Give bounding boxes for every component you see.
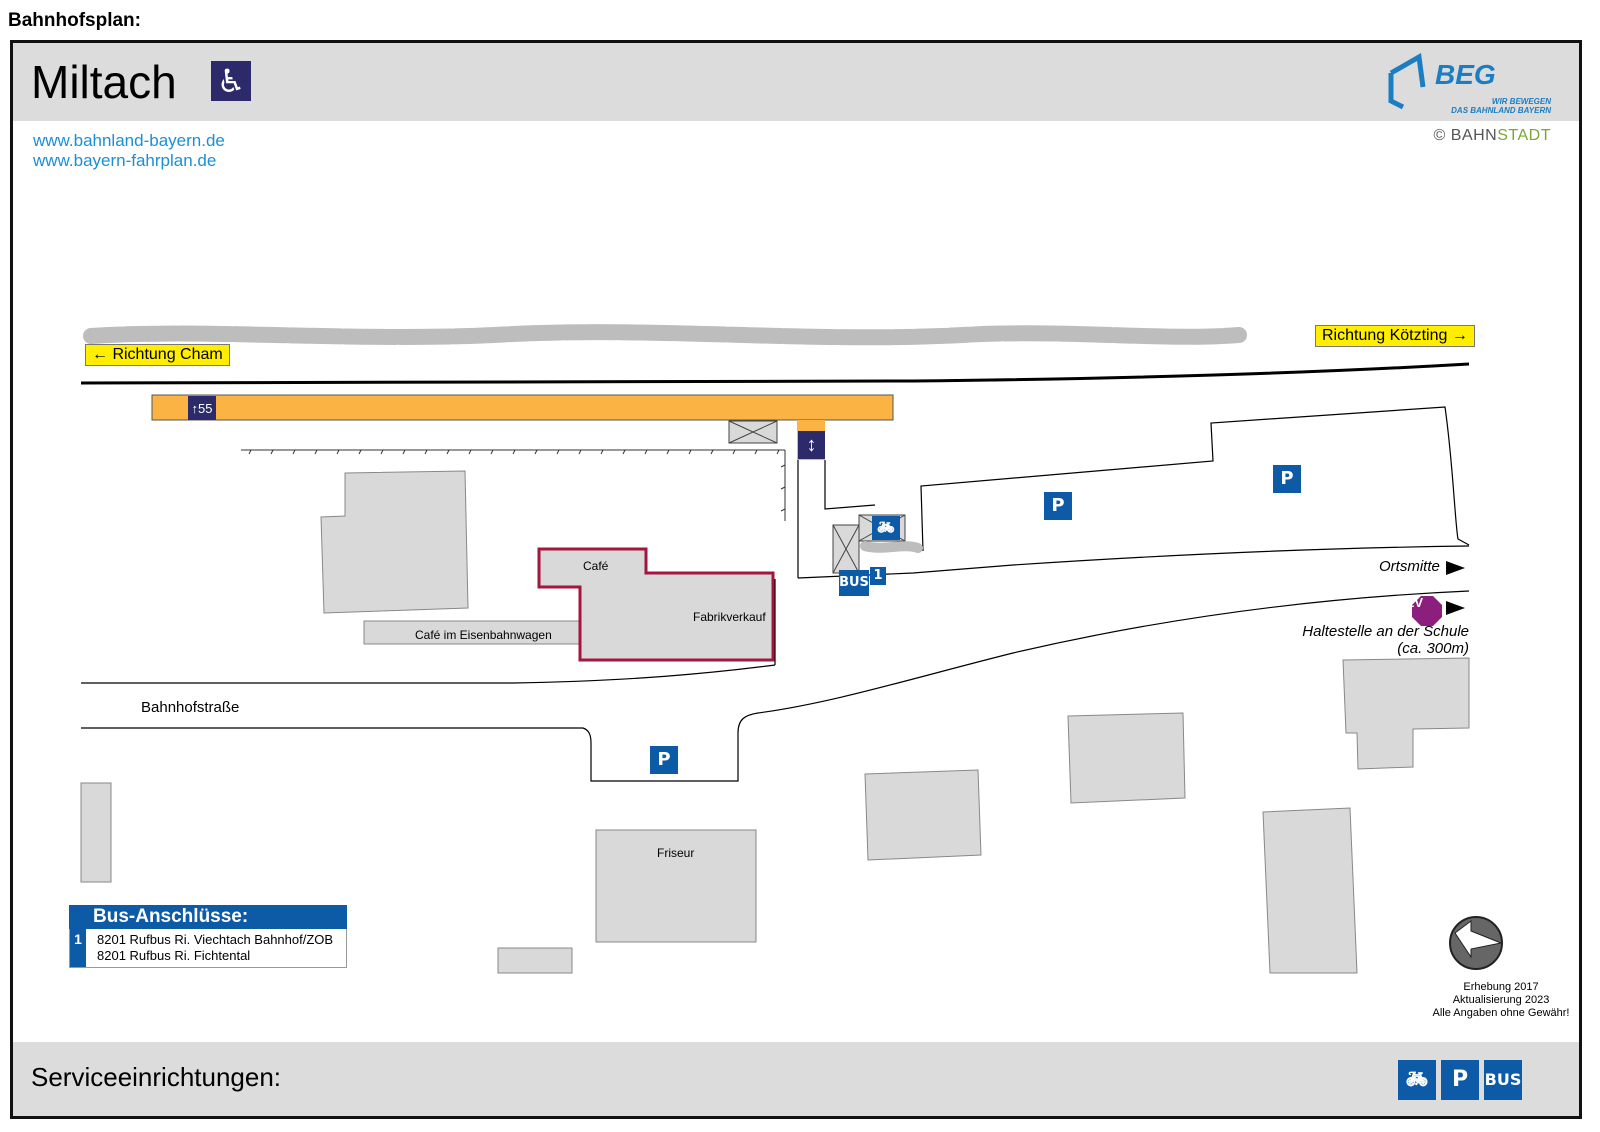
sev-arrow	[1446, 601, 1465, 615]
parking-sign: P	[650, 746, 678, 774]
bus-line-item: 8201 Rufbus Ri. Viechtach Bahnhof/ZOB	[97, 932, 334, 947]
sev-icon	[1412, 596, 1442, 626]
cafe-label: Café	[583, 559, 609, 573]
beg-logo-text: BEG	[1435, 59, 1496, 90]
bus-connections-body: 1 8201 Rufbus Ri. Viechtach Bahnhof/ZOB …	[69, 929, 347, 968]
bus-stop-sign: BUS	[839, 570, 869, 596]
fence-ticks	[248, 449, 786, 512]
fence	[241, 449, 786, 521]
compass-arrow	[1454, 920, 1503, 959]
wheelchair-icon: ♿	[211, 61, 251, 101]
cafe-wagon-label: Café im Eisenbahnwagen	[415, 628, 552, 642]
survey-year: Erhebung 2017	[1463, 981, 1539, 993]
beg-tagline-line: DAS BAHNLAND BAYERN	[1451, 106, 1551, 115]
building	[595, 829, 757, 943]
disclaimer: Alle Angaben ohne Gewähr!	[1432, 1007, 1570, 1019]
links: www.bahnland-bayern.de www.bayern-fahrpl…	[33, 131, 225, 171]
platform-height-sign: ↑55	[188, 396, 216, 420]
vegetation-strip	[83, 324, 1247, 346]
up-arrow-icon: ↑	[191, 401, 199, 416]
ortsmitte-arrow	[1446, 561, 1465, 575]
footer-title: Serviceeinrichtungen:	[31, 1062, 282, 1092]
stairs-ramp-icon: ↕	[798, 431, 825, 459]
shelter	[728, 420, 778, 444]
ortsmitte-label: Ortsmitte	[1379, 558, 1440, 575]
bus-service-icon: BUS	[1484, 1060, 1522, 1100]
parking-service-icon: P	[1441, 1060, 1479, 1100]
survey-note: Erhebung 2017 Aktualisierung 2023 Alle A…	[1431, 981, 1571, 1020]
fabrikverkauf-label: Fabrikverkauf	[693, 610, 766, 624]
direction-koetzting-label: Richtung Kötzting →	[1315, 325, 1475, 347]
sev-stop-distance: (ca. 300m)	[1397, 640, 1469, 657]
parking-sign: P	[1044, 492, 1072, 520]
station-plan-frame: Miltach ♿ BEG WIR BEWEGEN DAS BAHNLAND B…	[10, 40, 1582, 1119]
building	[320, 470, 469, 614]
cafe-fabrikverkauf-building	[537, 547, 775, 662]
bus-stop-number: 1	[70, 929, 86, 967]
bicycle-parking-icon: 🚲︎	[1398, 1060, 1436, 1100]
bus-connections-title: Bus-Anschlüsse:	[69, 905, 347, 929]
sev-stop-label: Haltestelle an der Schule (ca. 300m)	[1299, 623, 1469, 657]
header-bar: Miltach ♿ BEG WIR BEWEGEN DAS BAHNLAND B…	[13, 43, 1579, 121]
building	[497, 947, 573, 974]
friseur-label: Friseur	[657, 846, 695, 860]
copyright: © BAHNSTADT	[1434, 127, 1551, 145]
page-label: Bahnhofsplan:	[8, 10, 141, 31]
building	[80, 782, 112, 883]
street-label: Bahnhofstraße	[141, 699, 240, 716]
building	[864, 769, 982, 861]
building	[1067, 712, 1186, 804]
station-title: Miltach	[31, 56, 177, 108]
road-outlines	[81, 406, 1470, 782]
beg-logo-icon	[1388, 52, 1426, 110]
bus-line-item: 8201 Rufbus Ri. Fichtental	[97, 948, 251, 963]
sev-label: SEV	[1397, 595, 1424, 610]
copyright-prefix: © BAHN	[1433, 127, 1498, 144]
buildings	[80, 470, 1470, 974]
building	[1342, 657, 1470, 770]
building	[1262, 807, 1358, 974]
vegetation-patch	[860, 541, 923, 553]
link-bahnland-bayern[interactable]: www.bahnland-bayern.de	[33, 131, 225, 150]
railway-track	[80, 362, 1470, 385]
bus-connections-box: Bus-Anschlüsse: 1 8201 Rufbus Ri. Viecht…	[69, 905, 347, 968]
link-bayern-fahrplan[interactable]: www.bayern-fahrplan.de	[33, 151, 217, 170]
beg-tagline: WIR BEWEGEN DAS BAHNLAND BAYERN	[1439, 97, 1551, 115]
sev-stop-name: Haltestelle an der Schule	[1302, 623, 1469, 640]
direction-cham-label: ← Richtung Cham	[85, 344, 230, 366]
copyright-suffix: STADT	[1497, 127, 1551, 144]
update-year: Aktualisierung 2023	[1452, 994, 1550, 1006]
platform	[151, 394, 894, 421]
station-map	[80, 324, 1503, 974]
footer-bar: Serviceeinrichtungen: 🚲︎ P BUS	[13, 1042, 1579, 1116]
platform-height: 55	[198, 401, 213, 416]
bus-stop-number: 1	[870, 567, 886, 585]
bicycle-parking-icon: 🚲︎	[872, 516, 900, 540]
beg-logo: BEG WIR BEWEGEN DAS BAHNLAND BAYERN	[1383, 49, 1553, 117]
beg-tagline-line: WIR BEWEGEN	[1491, 97, 1551, 106]
parking-sign: P	[1273, 465, 1301, 493]
